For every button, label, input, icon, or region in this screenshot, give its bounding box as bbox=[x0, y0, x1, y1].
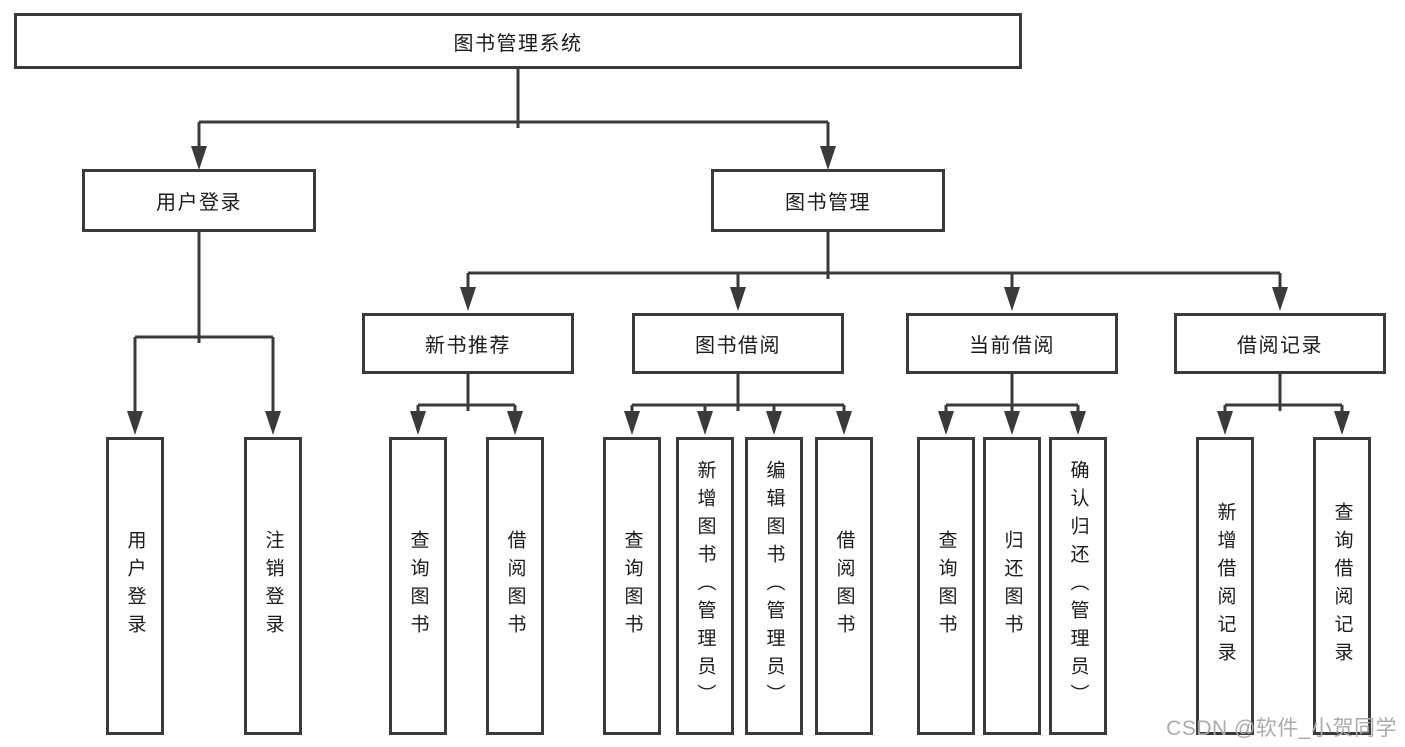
leaf-label: 查询借阅记录 bbox=[1331, 502, 1353, 670]
node-label: 图书管理系统 bbox=[453, 32, 583, 55]
leaf-add-book-admin: 新增图书（管理员） bbox=[676, 437, 734, 735]
leaf-label: 新增借阅记录 bbox=[1214, 502, 1236, 670]
leaf-borrow-books: 借阅图书 bbox=[815, 437, 873, 735]
leaf-label: 编辑图书（管理员） bbox=[763, 460, 785, 712]
leaf-query-borrow-record: 查询借阅记录 bbox=[1313, 437, 1371, 735]
leaf-return-books: 归还图书 bbox=[983, 437, 1041, 735]
leaf-label: 注销登录 bbox=[262, 530, 284, 642]
leaf-label: 确认归还（管理员） bbox=[1067, 460, 1089, 712]
connector-root-to-level2 bbox=[191, 69, 836, 170]
node-book-borrow: 图书借阅 bbox=[632, 313, 844, 374]
leaf-query-books-borrow: 查询图书 bbox=[603, 437, 661, 735]
node-label: 借阅记录 bbox=[1237, 335, 1323, 357]
leaf-borrow-books-recommend: 借阅图书 bbox=[486, 437, 544, 735]
connector-user-login-children bbox=[127, 232, 281, 435]
connector-book-borrow-children bbox=[624, 374, 852, 435]
leaf-label: 查询图书 bbox=[407, 530, 429, 642]
node-label: 用户登录 bbox=[156, 192, 242, 214]
leaf-query-books-recommend: 查询图书 bbox=[389, 437, 447, 735]
leaf-label: 查询图书 bbox=[935, 530, 957, 642]
node-label: 图书管理 bbox=[785, 192, 871, 214]
leaf-logout-login: 注销登录 bbox=[244, 437, 302, 735]
node-label: 新书推荐 bbox=[425, 335, 511, 357]
leaf-add-borrow-record: 新增借阅记录 bbox=[1196, 437, 1254, 735]
leaf-label: 用户登录 bbox=[124, 530, 146, 642]
node-label: 图书借阅 bbox=[695, 335, 781, 357]
leaf-user-login: 用户登录 bbox=[106, 437, 164, 735]
node-user-login: 用户登录 bbox=[82, 169, 316, 232]
leaf-label: 新增图书（管理员） bbox=[694, 460, 716, 712]
watermark: CSDN @软件_小贺同学 bbox=[1166, 717, 1397, 740]
leaf-label: 归还图书 bbox=[1001, 530, 1023, 642]
node-label: 当前借阅 bbox=[969, 335, 1055, 357]
connector-borrow-records-children bbox=[1217, 374, 1350, 435]
connector-current-borrow-children bbox=[938, 374, 1086, 435]
node-library-system: 图书管理系统 bbox=[14, 13, 1022, 69]
connector-new-book-recommend-children bbox=[410, 374, 523, 435]
leaf-confirm-return-admin: 确认归还（管理员） bbox=[1049, 437, 1107, 735]
leaf-label: 借阅图书 bbox=[504, 530, 526, 642]
leaf-query-books-current: 查询图书 bbox=[917, 437, 975, 735]
leaf-label: 查询图书 bbox=[621, 530, 643, 642]
node-new-book-recommend: 新书推荐 bbox=[362, 313, 574, 374]
node-borrow-records: 借阅记录 bbox=[1174, 313, 1386, 374]
leaf-edit-book-admin: 编辑图书（管理员） bbox=[745, 437, 803, 735]
leaf-label: 借阅图书 bbox=[833, 530, 855, 642]
connector-book-management-children bbox=[460, 232, 1288, 311]
node-book-management: 图书管理 bbox=[711, 169, 945, 232]
node-current-borrow: 当前借阅 bbox=[906, 313, 1118, 374]
